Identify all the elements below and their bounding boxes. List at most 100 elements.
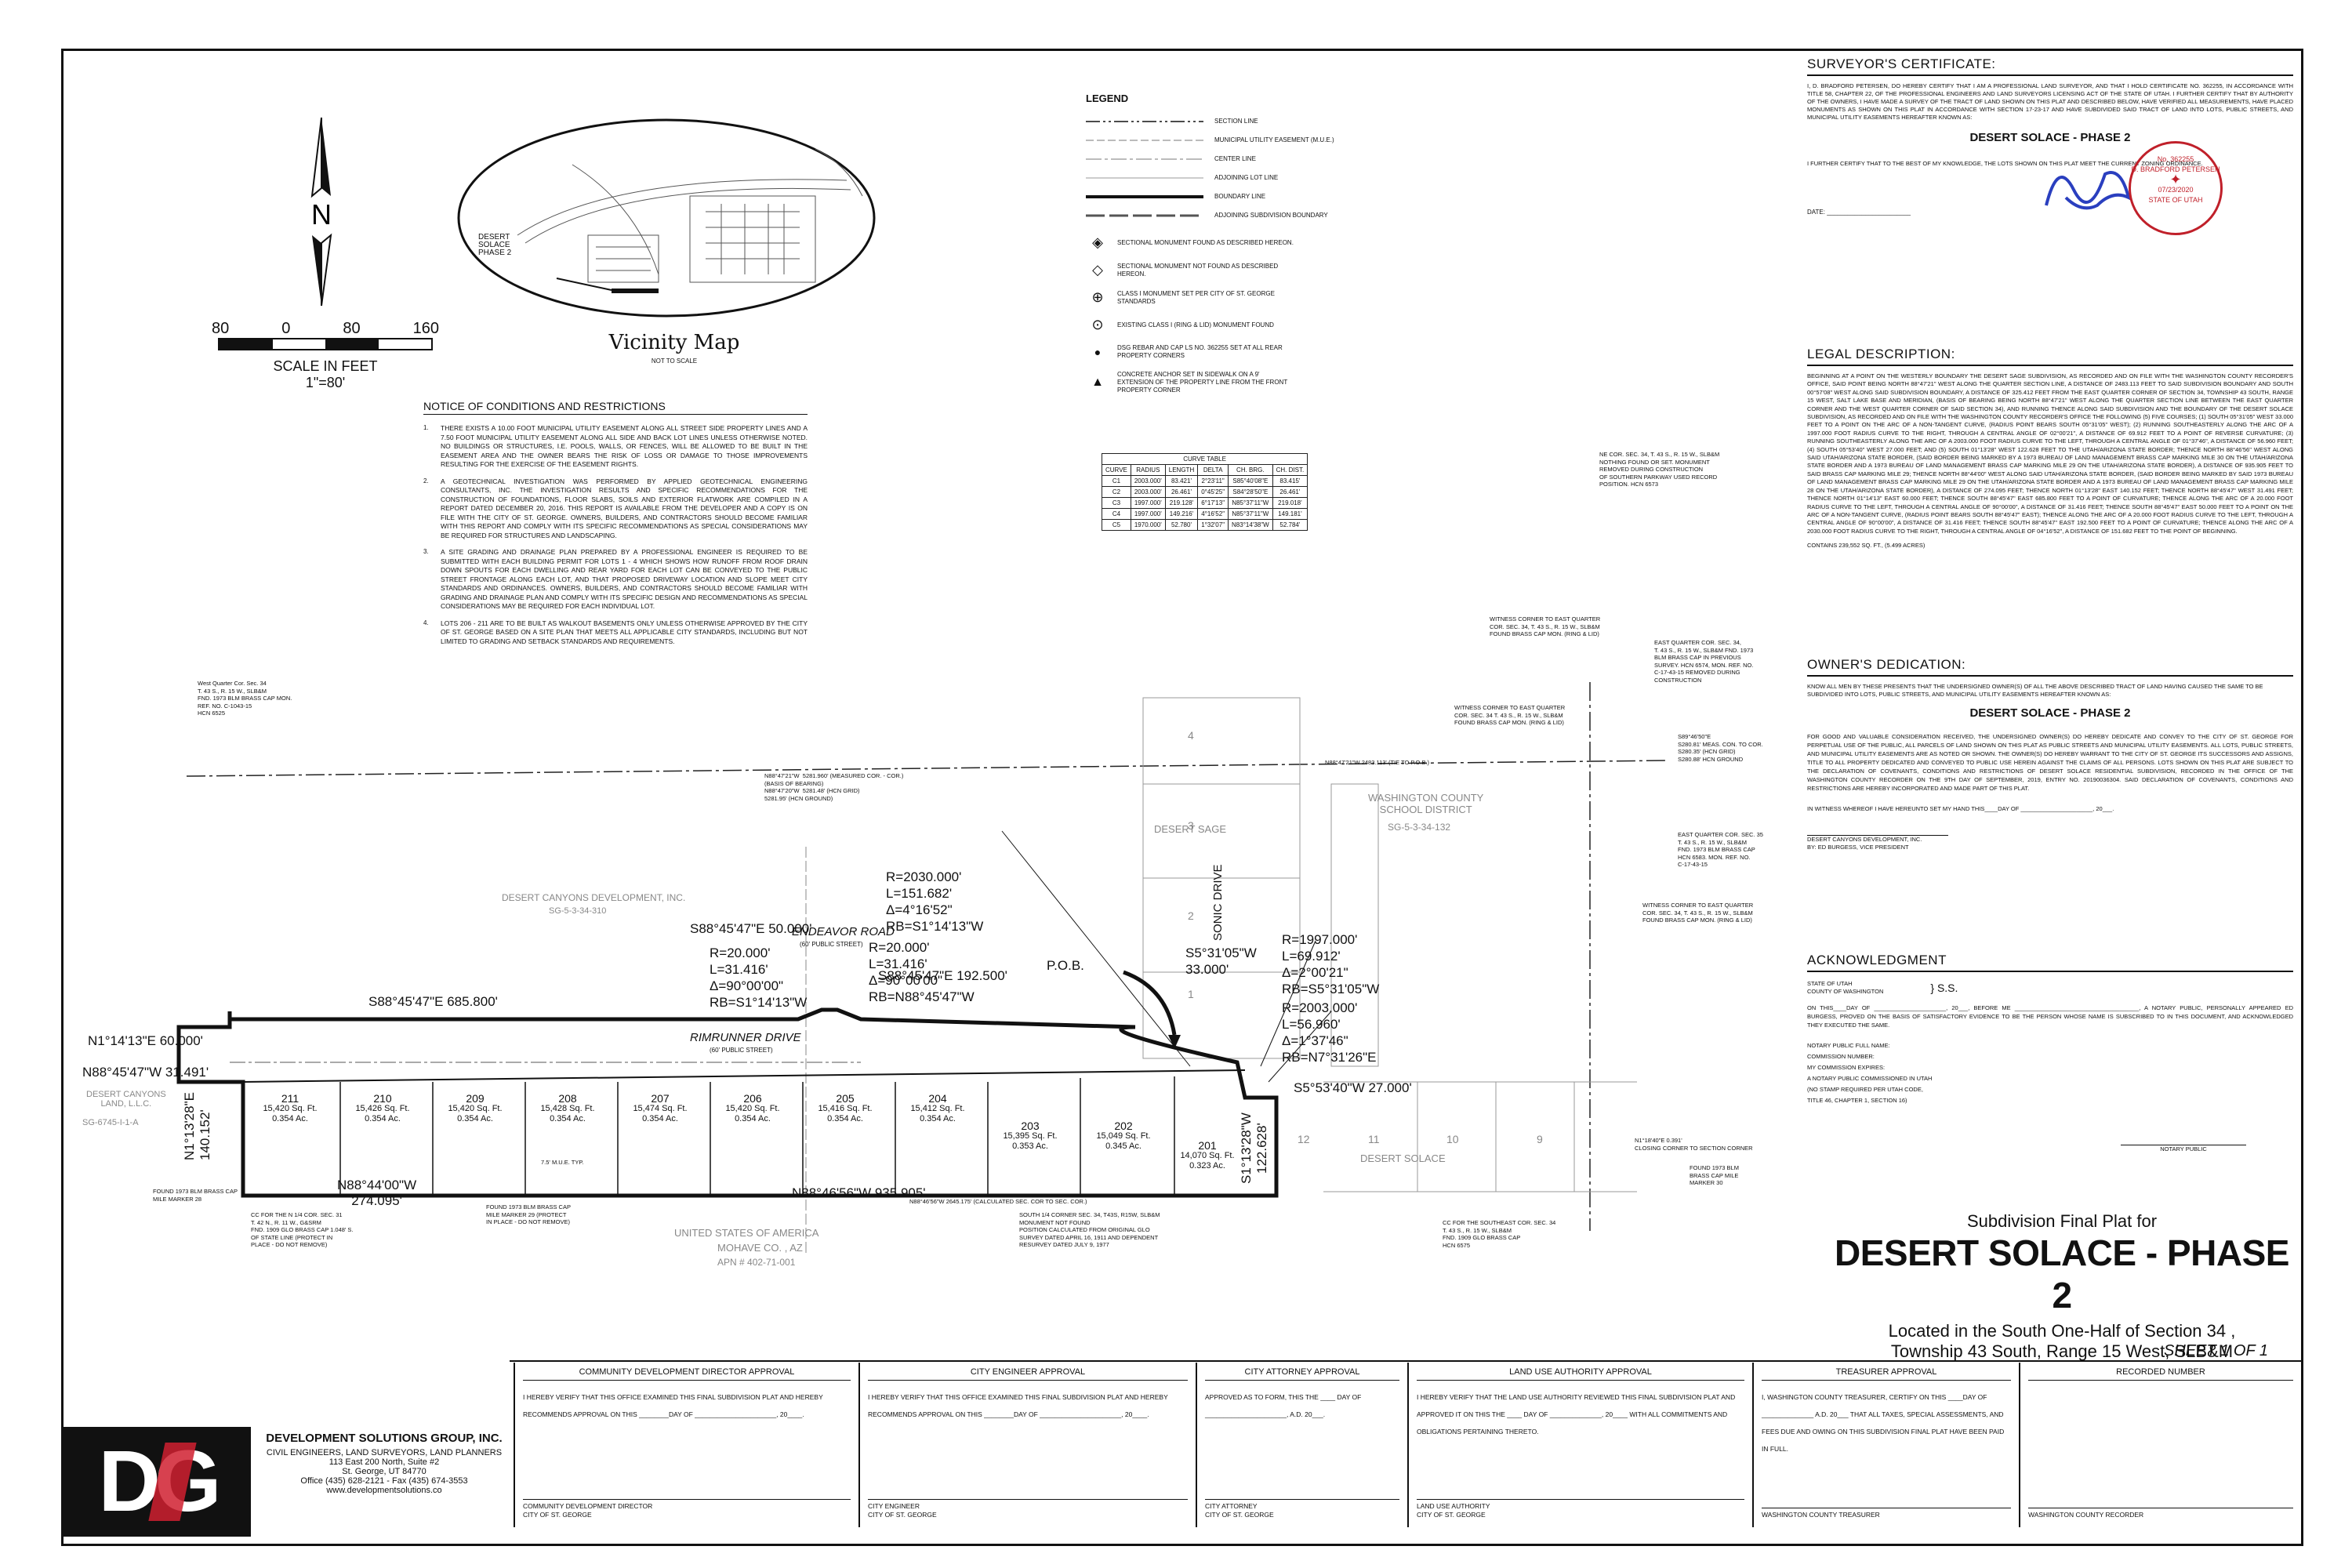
surveyor-seal: No. 362255 D. BRADFORD PETERSEN ✦ 07/23/… bbox=[2129, 141, 2223, 235]
note-west-quarter: West Quarter Cor. Sec. 34 T. 43 S., R. 1… bbox=[198, 680, 292, 717]
title-name: DESERT SOLACE - PHASE 2 bbox=[1835, 1232, 2289, 1316]
notice-item: LOTS 206 - 211 ARE TO BE BUILT AS WALKOU… bbox=[441, 619, 808, 645]
vicinity-site-label: DESERT SOLACE PHASE 2 bbox=[478, 233, 512, 257]
legend-line-label: ADJOINING SUBDIVISION BOUNDARY bbox=[1214, 212, 1328, 219]
legend-line-label: SECTION LINE bbox=[1214, 118, 1258, 125]
title-block: Subdivision Final Plat for DESERT SOLACE… bbox=[1827, 1211, 2297, 1362]
note-mile-29: FOUND 1973 BLM BRASS CAP MILE MARKER 29 … bbox=[486, 1203, 571, 1225]
note-witness-2: WITNESS CORNER TO EAST QUARTER COR. SEC.… bbox=[1454, 704, 1566, 726]
road-sonic: SONIC DRIVE bbox=[1211, 864, 1225, 941]
owner-sign2: BY: ED BURGESS, VICE PRESIDENT bbox=[1807, 844, 1909, 851]
sheet-border bbox=[61, 49, 2303, 1546]
ack-body: ON THIS____DAY OF ______________________… bbox=[1807, 1004, 2293, 1029]
neighbor-dcl-id: SG-6745-I-1-A bbox=[82, 1118, 139, 1127]
owner-witness: IN WITNESS WHEREOF I HAVE HEREUNTO SET M… bbox=[1807, 805, 2114, 812]
plat-drawing bbox=[176, 682, 1669, 1254]
owner-project: DESERT SOLACE - PHASE 2 bbox=[1969, 706, 2131, 720]
scale-ratio: 1"=80' bbox=[305, 375, 346, 390]
surveyor-body: I, D. BRADFORD PETERSEN, DO HEREBY CERTI… bbox=[1807, 82, 2293, 121]
legal-description: LEGAL DESCRIPTION: BEGINNING AT A POINT … bbox=[1807, 347, 2293, 550]
legend-title: LEGEND bbox=[1086, 93, 1129, 104]
call-c9: S88°45'47"E 192.500' bbox=[878, 968, 1007, 983]
neighbor-dcd-id: SG-5-3-34-310 bbox=[549, 906, 607, 916]
legend-symbol-label: DSG REBAR AND CAP LS NO. 362255 SET AT A… bbox=[1117, 344, 1283, 359]
road-endeavor: ENDEAVOR ROAD bbox=[792, 925, 895, 938]
ack-notary: NOTARY PUBLIC bbox=[2121, 1145, 2246, 1153]
legend-line-label: MUNICIPAL UTILITY EASEMENT (M.U.E.) bbox=[1214, 136, 1334, 143]
solace-lot: 12 bbox=[1298, 1133, 1310, 1145]
mue-note: 7.5' M.U.E. TYP. bbox=[541, 1159, 584, 1166]
ring-lid-monument-icon: ⊙ bbox=[1091, 317, 1104, 332]
notice-item: THERE EXISTS A 10.00 FOOT MUNICIPAL UTIL… bbox=[441, 424, 808, 468]
sage-lot: 3 bbox=[1188, 819, 1194, 832]
approval-divider bbox=[510, 1360, 2303, 1362]
note-east-quarter-35: EAST QUARTER COR. SEC. 35 T. 43 S., R. 1… bbox=[1678, 831, 1763, 868]
road-endeavor-sub: (60' PUBLIC STREET) bbox=[800, 941, 863, 948]
road-rimrunner-sub: (60' PUBLIC STREET) bbox=[710, 1047, 773, 1054]
neighbor-dcl: DESERT CANYONS LAND, L.L.C. bbox=[86, 1090, 166, 1109]
note-ne-corner: NE COR. SEC. 34, T. 43 S., R. 15 W., SLB… bbox=[1599, 451, 1720, 488]
solace-lot: 10 bbox=[1446, 1133, 1459, 1145]
owner-body: FOR GOOD AND VALUABLE CONSIDERATION RECE… bbox=[1807, 733, 2293, 792]
vicinity-subtitle: NOT TO SCALE bbox=[651, 358, 698, 365]
note-witness-1: WITNESS CORNER TO EAST QUARTER COR. SEC.… bbox=[1490, 615, 1601, 637]
company-addr1: 113 East 200 North, Suite #2 bbox=[328, 1457, 440, 1467]
solace-lot: 11 bbox=[1368, 1133, 1380, 1145]
neighbor-usa-id: APN # 402-71-001 bbox=[717, 1257, 796, 1268]
neighbor-wcsd: WASHINGTON COUNTY SCHOOL DISTRICT bbox=[1368, 792, 1484, 815]
vicinity-title: Vicinity Map bbox=[608, 331, 740, 354]
legend: LEGEND SECTION LINE MUNICIPAL UTILITY EA… bbox=[1086, 93, 1431, 394]
company-phone: Office (435) 628-2121 - Fax (435) 674-35… bbox=[300, 1476, 468, 1486]
legend-symbol-label: SECTIONAL MONUMENT NOT FOUND AS DESCRIBE… bbox=[1117, 262, 1279, 278]
note-south-quarter: SOUTH 1/4 CORNER SEC. 34, T43S, R15W, SL… bbox=[1019, 1211, 1160, 1248]
sage-lot: 1 bbox=[1188, 988, 1194, 1000]
scale-tick: 0 bbox=[281, 320, 291, 337]
owner-title: OWNER'S DEDICATION: bbox=[1807, 657, 2293, 677]
company-info: DEVELOPMENT SOLUTIONS GROUP, INC. CIVIL … bbox=[259, 1432, 510, 1495]
notice-section: NOTICE OF CONDITIONS AND RESTRICTIONS 1.… bbox=[423, 400, 808, 645]
notice-item: A SITE GRADING AND DRAINAGE PLAN PREPARE… bbox=[441, 548, 808, 610]
concrete-anchor-icon: ▲ bbox=[1091, 376, 1104, 389]
legend-line-label: CENTER LINE bbox=[1214, 155, 1256, 162]
scale-tick: 80 bbox=[343, 320, 361, 337]
scale-tick: 80 bbox=[212, 320, 230, 337]
curve-label-f: R=2003.000'L=56.960'Δ=1°37'46"RB=N7°31'2… bbox=[1282, 1000, 1377, 1065]
rebar-cap-icon: ● bbox=[1094, 346, 1102, 358]
call-c1: S88°45'47"E 685.800' bbox=[368, 994, 498, 1009]
note-cc-sec-31: CC FOR THE N 1/4 COR. SEC. 31 T. 42 N., … bbox=[251, 1211, 354, 1248]
call-c10: S88°45'47"E 50.000' bbox=[690, 921, 812, 936]
legal-body: BEGINNING AT A POINT ON THE WESTERLY BOU… bbox=[1807, 372, 2293, 535]
legend-line-label: ADJOINING LOT LINE bbox=[1214, 174, 1279, 181]
ack-title: ACKNOWLEDGMENT bbox=[1807, 953, 2293, 972]
surveyor-project: DESERT SOLACE - PHASE 2 bbox=[1969, 131, 2131, 144]
call-c7: S1°13'28"W 122.628' bbox=[1239, 1112, 1269, 1184]
monument-not-found-icon: ◇ bbox=[1092, 262, 1103, 278]
surveyor-title: SURVEYOR'S CERTIFICATE: bbox=[1807, 56, 2293, 76]
curve-label-a: R=20.000'L=31.416'Δ=90°00'00"RB=S1°14'13… bbox=[710, 946, 808, 1010]
call-c8: S5°53'40"W 27.000' bbox=[1294, 1080, 1412, 1095]
note-se-corner: CC FOR THE SOUTHEAST COR. SEC. 34 T. 43 … bbox=[1443, 1219, 1556, 1249]
neighbor-usa: UNITED STATES OF AMERICA bbox=[674, 1227, 819, 1239]
owner-intro: KNOW ALL MEN BY THESE PRESENTS THAT THE … bbox=[1807, 683, 2263, 698]
legend-symbol-label: SECTIONAL MONUMENT FOUND AS DESCRIBED HE… bbox=[1117, 238, 1294, 246]
curve-label-e: R=1997.000'L=69.912'Δ=2°00'21"RB=S5°31'0… bbox=[1282, 932, 1380, 996]
note-east-quarter: EAST QUARTER COR. SEC. 34, T. 43 S., R. … bbox=[1654, 639, 1754, 684]
pob-label: P.O.B. bbox=[1047, 958, 1084, 973]
note-mile-28: FOUND 1973 BLM BRASS CAP MILE MARKER 28 bbox=[153, 1188, 238, 1203]
